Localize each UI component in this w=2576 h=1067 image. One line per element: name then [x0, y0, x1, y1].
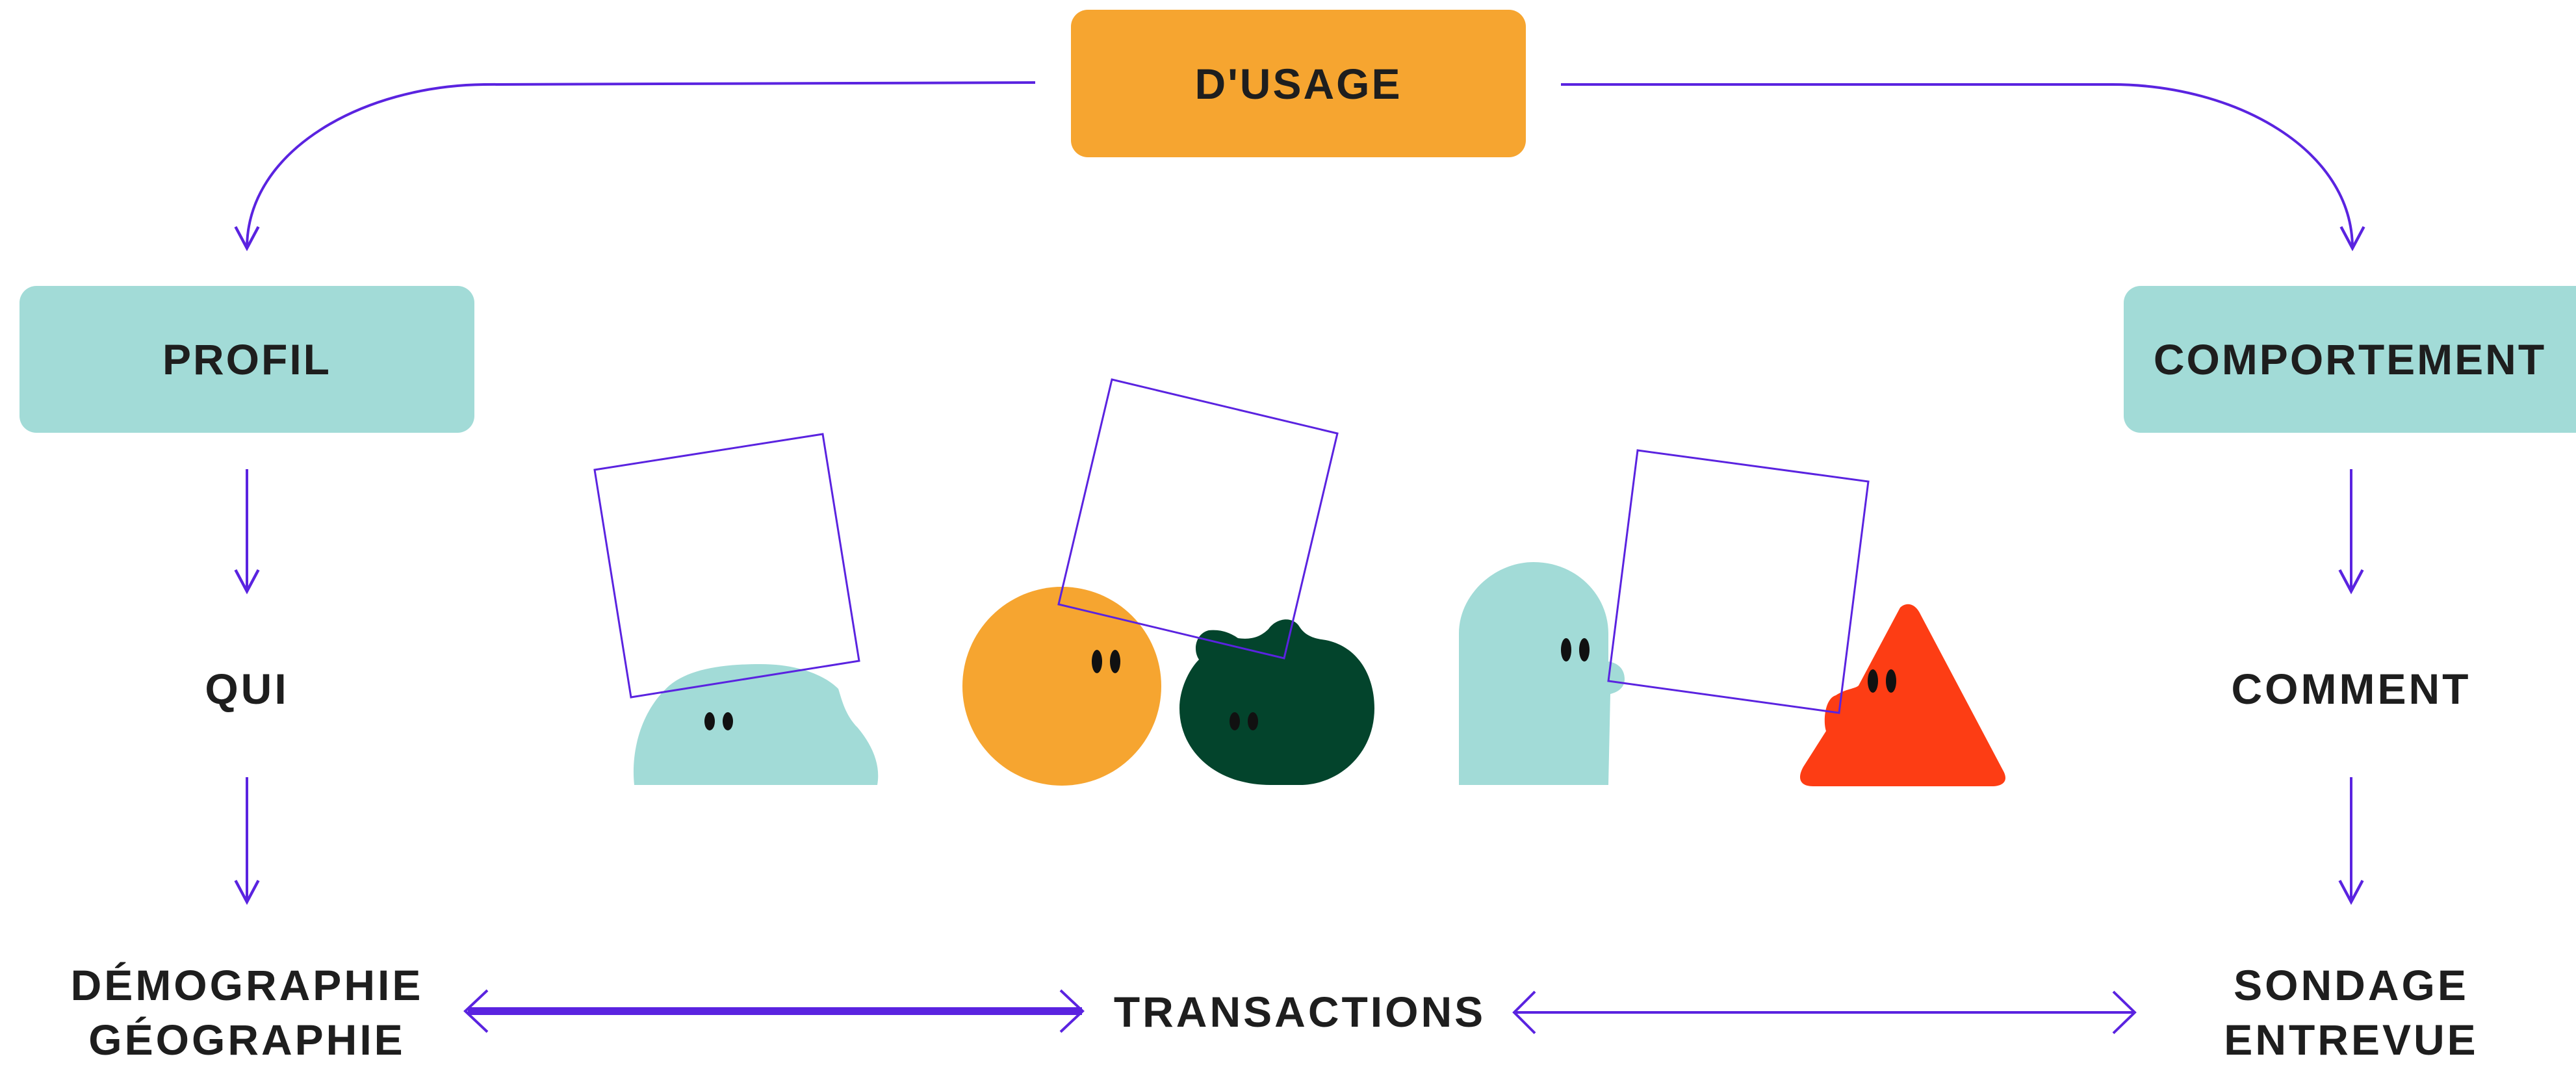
sondage-line: SONDAGE	[2234, 961, 2469, 1009]
double-arrow-left-head-start	[463, 989, 489, 1033]
usage-label: D'USAGE	[1194, 59, 1402, 108]
curve-arrow-to-profil	[234, 81, 1036, 251]
outline-square	[593, 433, 860, 699]
profil-label: PROFIL	[162, 335, 331, 383]
dark-green-blob-creature	[1179, 619, 1374, 785]
profil-box: PROFIL	[19, 286, 474, 433]
red-triangle-creature	[1800, 604, 2005, 786]
entrevue-line: ENTREVUE	[2224, 1016, 2479, 1064]
sondage-label: SONDAGE ENTREVUE	[2156, 958, 2546, 1067]
curve-arrow-to-comportement	[1561, 83, 2365, 251]
comment-label: COMMENT	[2231, 665, 2471, 713]
comportement-box: COMPORTEMENT	[2124, 286, 2576, 433]
teal-ghost-creature	[1459, 562, 1625, 785]
eye-icon	[1579, 638, 1590, 662]
eye-icon	[1886, 669, 1896, 693]
eye-icon	[1092, 650, 1102, 673]
teal-blob-creature	[633, 664, 879, 785]
geographie-line: GÉOGRAPHIE	[88, 1016, 406, 1064]
eye-icon	[1248, 712, 1258, 730]
eye-icon	[1868, 669, 1878, 693]
eye-icon	[1110, 650, 1120, 673]
transactions-label: TRANSACTIONS	[1113, 988, 1486, 1036]
eye-icon	[704, 712, 715, 730]
eye-icon	[1561, 638, 1571, 662]
qui-label: QUI	[205, 665, 289, 713]
double-arrow-right-head-start	[1512, 990, 1536, 1035]
double-arrow-left-head-end	[1059, 989, 1085, 1033]
demographie-line: DÉMOGRAPHIE	[70, 961, 424, 1009]
eye-icon	[1230, 712, 1240, 730]
outline-square	[1057, 378, 1339, 660]
orange-circle-creature	[962, 587, 1161, 786]
demographie-label: DÉMOGRAPHIE GÉOGRAPHIE	[13, 958, 481, 1067]
double-arrow-right-head-end	[2112, 990, 2137, 1035]
outline-squares	[593, 378, 1870, 714]
eye-icon	[723, 712, 733, 730]
usage-box: D'USAGE	[1071, 10, 1526, 157]
creatures-illustration	[633, 562, 2005, 786]
comportement-label: COMPORTEMENT	[2153, 335, 2547, 383]
outline-square	[1607, 449, 1870, 714]
